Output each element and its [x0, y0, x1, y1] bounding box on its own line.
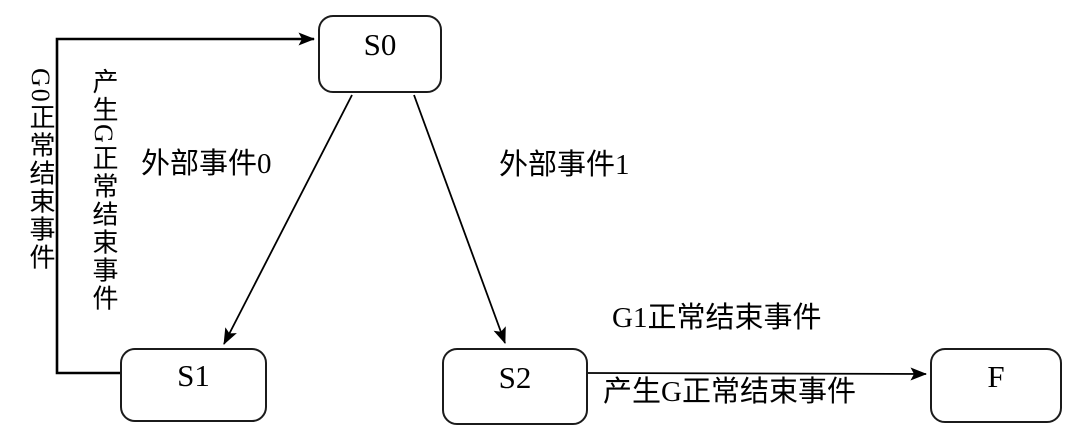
- edge-s0-to-s1-line: [223, 94, 353, 345]
- edge-s0-to-s2-line: [413, 94, 506, 344]
- state-node-s2: S2: [442, 348, 588, 425]
- state-node-s1-label: S1: [177, 358, 210, 393]
- edge-label-produce-g-normal-end-left: 产生G正常结束事件: [89, 68, 118, 313]
- edge-label-external-event-0: 外部事件0: [141, 148, 272, 180]
- state-node-s1: S1: [120, 348, 267, 422]
- state-node-s0: S0: [318, 15, 442, 93]
- edge-label-produce-g-normal-end-bottom: 产生G正常结束事件: [603, 376, 856, 408]
- edge-label-g1-normal-end: G1正常结束事件: [612, 302, 822, 334]
- state-node-f-label: F: [987, 358, 1005, 394]
- edge-s1-to-s0-line: [55, 32, 315, 375]
- state-node-f: F: [930, 348, 1062, 423]
- edge-label-external-event-1: 外部事件1: [499, 149, 630, 181]
- state-node-s2-label: S2: [498, 359, 532, 395]
- edge-label-g0-normal-end: G0正常结束事件: [26, 68, 55, 272]
- edge-s2-to-f-line: [587, 367, 927, 381]
- state-node-s0-label: S0: [363, 27, 397, 62]
